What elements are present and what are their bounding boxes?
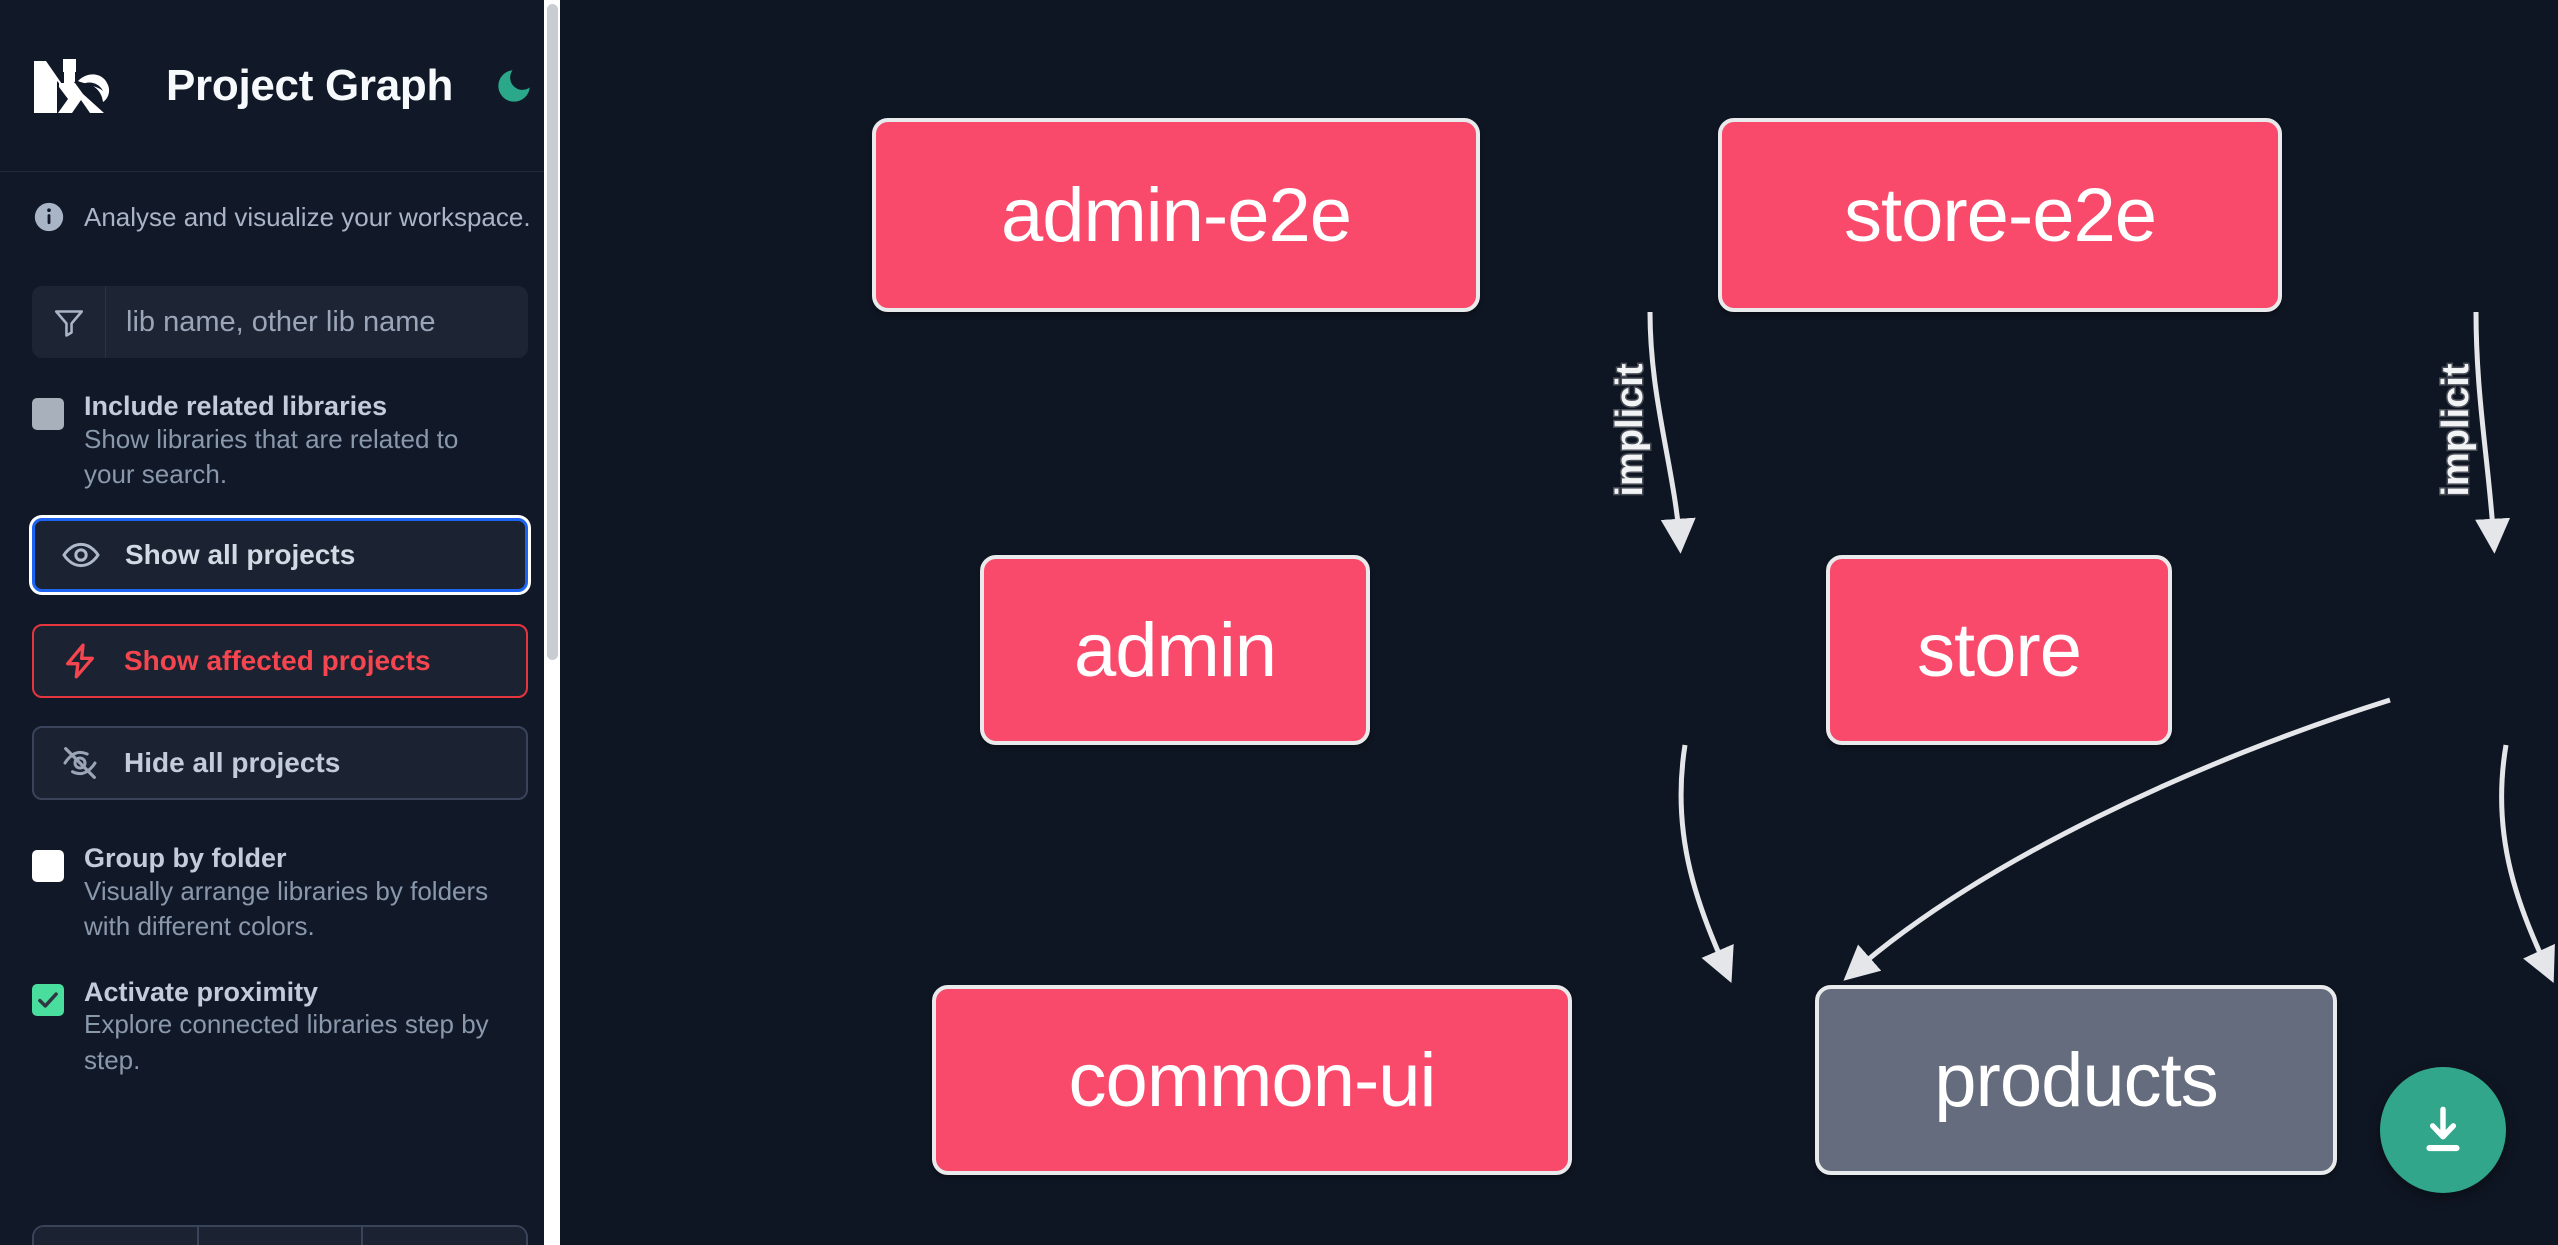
graph-node-store-e2e[interactable]: store-e2e — [1718, 118, 2282, 312]
page-title: Project Graph — [166, 60, 454, 110]
sidebar-scrollbar-thumb[interactable] — [547, 4, 558, 660]
checkbox-label: Group by folder — [84, 842, 287, 873]
sidebar-header: Project Graph — [0, 0, 560, 172]
graph-edges: implicit implicit — [1608, 311, 2555, 984]
show-all-projects-button[interactable]: Show all projects — [32, 517, 528, 592]
checkbox-description: Visually arrange libraries by folders wi… — [84, 875, 489, 941]
download-icon — [2426, 1106, 2460, 1152]
sidebar-body: Analyse and visualize your workspace. In… — [0, 200, 560, 1245]
checkbox-include-related-libraries[interactable] — [32, 398, 64, 430]
checkbox-row-include-related-libraries[interactable]: Include related libraries Show libraries… — [32, 391, 528, 492]
checkbox-label: Activate proximity — [84, 976, 319, 1007]
graph-node-products[interactable]: products — [1815, 985, 2337, 1175]
edge-admin-to-common-ui — [1678, 744, 1734, 984]
workspace-note: Analyse and visualize your workspace. — [32, 200, 531, 234]
show-affected-projects-label: Show affected projects — [124, 644, 431, 676]
checkbox-description: Show libraries that are related to your … — [84, 423, 459, 489]
graph-node-common-ui[interactable]: common-ui — [932, 985, 1572, 1175]
edge-store-to-common-ui — [1843, 697, 2391, 981]
info-icon — [32, 200, 66, 234]
proximity-step-value[interactable] — [198, 1227, 364, 1245]
eye-icon — [61, 535, 101, 575]
search-row[interactable] — [32, 286, 528, 358]
display-options-group: Group by folder Visually arrange librari… — [32, 842, 528, 1078]
hide-all-projects-label: Hide all projects — [124, 746, 341, 778]
checkbox-text-group: Include related libraries Show libraries… — [84, 391, 504, 492]
graph-node-admin[interactable]: admin — [980, 555, 1370, 745]
checkbox-description: Explore connected libraries step by step… — [84, 1009, 489, 1075]
checkbox-row-activate-proximity[interactable]: Activate proximity Explore connected lib… — [32, 976, 528, 1078]
sidebar-scrollbar[interactable] — [544, 0, 560, 1245]
search-input[interactable] — [106, 286, 528, 358]
proximity-step-button-group[interactable] — [32, 1225, 528, 1245]
edge-label-implicit: implicit — [2435, 363, 2477, 496]
show-affected-projects-button[interactable]: Show affected projects — [32, 623, 528, 698]
edge-admin-e2e-to-admin — [1647, 311, 1696, 554]
checkbox-group-by-folder[interactable] — [32, 849, 64, 882]
checkbox-text-group: Activate proximity Explore connected lib… — [84, 976, 504, 1078]
nx-logo — [32, 55, 124, 117]
filter-funnel-icon — [32, 286, 106, 358]
edge-label-implicit: implicit — [1609, 363, 1651, 496]
sidebar: Project Graph Analyse and visualize your… — [0, 0, 560, 1245]
lightning-bolt-icon — [60, 641, 100, 681]
eye-off-icon — [60, 743, 100, 783]
proximity-step-increase-button[interactable] — [363, 1227, 526, 1245]
graph-canvas[interactable]: implicit implicit admin-e2e store-e2e ad… — [560, 0, 2558, 1245]
checkbox-activate-proximity[interactable] — [32, 983, 64, 1016]
checkbox-row-group-by-folder[interactable]: Group by folder Visually arrange librari… — [32, 842, 528, 944]
show-all-projects-label: Show all projects — [125, 538, 356, 570]
moon-icon[interactable] — [493, 62, 535, 110]
proximity-step-decrease-button[interactable] — [34, 1227, 199, 1245]
hide-all-projects-button[interactable]: Hide all projects — [32, 725, 528, 800]
checkbox-text-group: Group by folder Visually arrange librari… — [84, 842, 504, 944]
graph-node-store[interactable]: store — [1826, 555, 2172, 745]
checkbox-label: Include related libraries — [84, 391, 388, 421]
edge-store-to-products — [2499, 744, 2555, 983]
workspace-note-text: Analyse and visualize your workspace. — [84, 201, 531, 232]
edge-store-e2e-to-store — [2473, 311, 2511, 554]
graph-node-admin-e2e[interactable]: admin-e2e — [872, 118, 1480, 312]
download-button[interactable] — [2380, 1067, 2506, 1193]
